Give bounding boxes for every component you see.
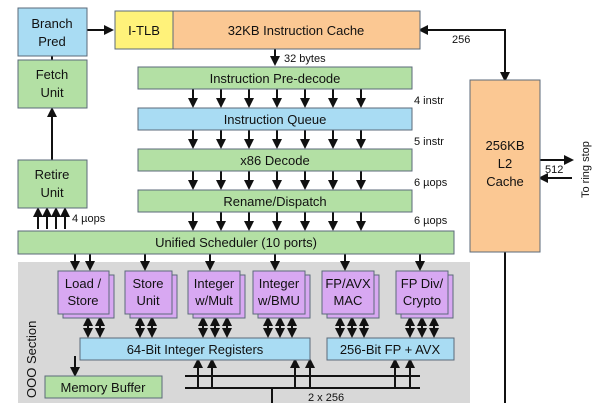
store-unit-line2: Unit	[136, 293, 160, 308]
fp-avx-registers-label: 256-Bit FP + AVX	[340, 342, 441, 357]
fetch-unit-line2: Unit	[40, 85, 64, 100]
label-32-bytes: 32 bytes	[284, 53, 326, 65]
branch-pred-line2: Pred	[38, 34, 65, 49]
label-to-ring-stop: To ring stop	[580, 141, 592, 198]
fp-avx-mac-line2: MAC	[334, 293, 363, 308]
load-store-line1: Load /	[65, 276, 102, 291]
instruction-cache-block: 32KB Instruction Cache	[172, 10, 421, 50]
instruction-queue-block: Instruction Queue	[137, 107, 413, 131]
predecode-block: Instruction Pre-decode	[137, 66, 413, 90]
memory-buffer-label: Memory Buffer	[60, 380, 146, 395]
integer-mult-unit: Integer w/Mult	[187, 270, 246, 319]
branch-pred-block: Branch Pred	[17, 7, 88, 57]
fp-div-crypto-line2: Crypto	[403, 293, 441, 308]
arrows-units-to-registers	[83, 316, 439, 338]
l2-cache-line1: 256KB	[485, 138, 524, 153]
arrow-icache-l2	[418, 25, 510, 82]
label-6-uops-b: 6 µops	[414, 215, 448, 227]
store-unit-line1: Store	[132, 276, 163, 291]
label-2x256: 2 x 256	[308, 392, 344, 403]
retire-unit-line2: Unit	[40, 185, 64, 200]
integer-mult-line1: Integer	[194, 276, 235, 291]
x86-decode-block: x86 Decode	[137, 148, 413, 172]
load-store-line2: Store	[67, 293, 98, 308]
retire-unit-line1: Retire	[35, 167, 70, 182]
unified-scheduler-label: Unified Scheduler (10 ports)	[155, 235, 317, 250]
unified-scheduler-block: Unified Scheduler (10 ports)	[17, 230, 455, 255]
store-unit: Store Unit	[124, 270, 178, 319]
instruction-queue-label: Instruction Queue	[224, 112, 327, 127]
integer-bmu-unit: Integer w/BMU	[252, 270, 311, 319]
arrows-decode-to-rename	[188, 171, 366, 190]
fp-div-crypto-line1: FP Div/	[401, 276, 444, 291]
l2-cache-line2: L2	[498, 156, 512, 171]
label-4-instr: 4 instr	[414, 95, 444, 107]
instruction-cache-label: 32KB Instruction Cache	[228, 23, 365, 38]
memory-buffer-block: Memory Buffer	[44, 375, 163, 399]
arrows-scheduler-to-retire	[33, 207, 70, 229]
l2-cache-block: 256KB L2 Cache	[469, 79, 541, 253]
arrows-queue-to-decode	[188, 130, 366, 149]
fp-avx-mac-unit: FP/AVX MAC	[321, 270, 380, 319]
ooo-section-label: OOO Section	[24, 321, 39, 398]
fetch-unit-block: Fetch Unit	[17, 59, 88, 109]
fp-avx-registers-block: 256-Bit FP + AVX	[326, 337, 455, 361]
rename-dispatch-block: Rename/Dispatch	[137, 189, 413, 213]
arrows-registers-to-bus	[193, 358, 415, 388]
integer-mult-line2: w/Mult	[194, 293, 233, 308]
predecode-label: Instruction Pre-decode	[210, 71, 341, 86]
rename-dispatch-label: Rename/Dispatch	[223, 194, 326, 209]
load-store-unit: Load / Store	[57, 270, 115, 319]
itlb-block: I-TLB	[114, 10, 174, 50]
arrows-scheduler-to-units	[70, 254, 425, 271]
itlb-label: I-TLB	[128, 23, 160, 38]
fp-div-crypto-unit: FP Div/ Crypto	[395, 270, 454, 319]
label-256: 256	[452, 34, 470, 46]
integer-bmu-line2: w/BMU	[257, 293, 300, 308]
integer-registers-block: 64-Bit Integer Registers	[79, 337, 311, 361]
fetch-unit-line1: Fetch	[36, 67, 69, 82]
label-4-uops: 4 µops	[72, 213, 106, 225]
integer-registers-label: 64-Bit Integer Registers	[127, 342, 264, 357]
arrows-predecode-to-queue	[188, 89, 366, 108]
branch-pred-line1: Branch	[31, 16, 72, 31]
label-512: 512	[545, 164, 563, 176]
x86-decode-label: x86 Decode	[240, 153, 309, 168]
fp-avx-mac-line1: FP/AVX	[325, 276, 371, 291]
connectors	[47, 25, 574, 403]
l2-cache-line3: Cache	[486, 174, 524, 189]
retire-unit-block: Retire Unit	[17, 159, 88, 209]
integer-bmu-line1: Integer	[259, 276, 300, 291]
label-5-instr: 5 instr	[414, 136, 444, 148]
label-6-uops-a: 6 µops	[414, 177, 448, 189]
arrows-rename-to-scheduler	[188, 212, 366, 231]
